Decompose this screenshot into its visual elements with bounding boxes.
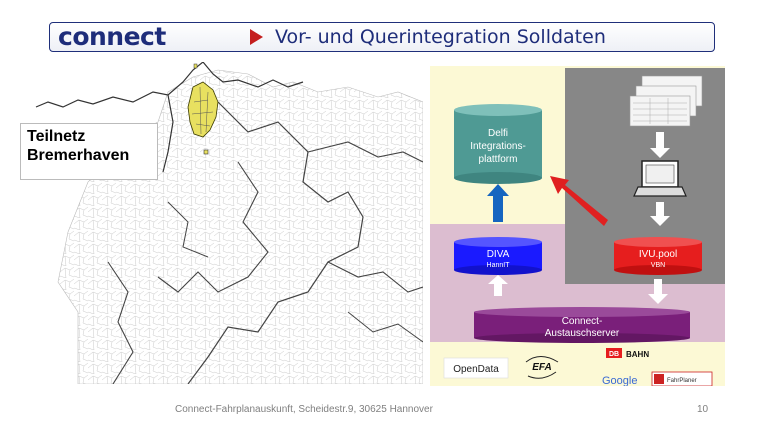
arrow-down-1 bbox=[650, 132, 670, 158]
ivu-pool-cylinder: IVU.pool VBN bbox=[614, 237, 702, 275]
page-number: 10 bbox=[697, 404, 709, 415]
title-bar: connect Vor- und Querintegration Solldat… bbox=[49, 22, 715, 52]
blue-arrow-up bbox=[487, 184, 509, 222]
db-text: DB bbox=[609, 351, 619, 358]
ivu-sub: VBN bbox=[651, 262, 665, 269]
connect-label-2: Austauschserver bbox=[545, 328, 620, 339]
page-title: Vor- und Querintegration Solldaten bbox=[275, 26, 606, 48]
computer-icon bbox=[633, 160, 687, 197]
delfi-platform-cylinder: Delfi Integrations- plattform bbox=[454, 104, 542, 184]
connect-server-cylinder: Connect- Austauschserver bbox=[474, 307, 690, 343]
arrow-down-2 bbox=[650, 202, 670, 226]
bahn-text: BAHN bbox=[626, 350, 649, 359]
coastline bbox=[35, 62, 304, 173]
delfi-label-1: Delfi bbox=[488, 128, 508, 139]
fahrplaner-logo: FahrPlaner bbox=[651, 371, 713, 386]
border-line bbox=[187, 101, 364, 384]
efa-text: EFA bbox=[532, 362, 551, 373]
opendata-text: OpenData bbox=[453, 364, 499, 375]
region-label-line1: Teilnetz bbox=[27, 128, 86, 145]
bremerhaven-highlight bbox=[187, 63, 219, 155]
footer: Connect-Fahrplanauskunft, Scheidestr.9, … bbox=[0, 404, 768, 418]
google-logo: Google bbox=[602, 375, 637, 386]
network-map bbox=[18, 62, 423, 384]
diva-sub: HannIT bbox=[487, 262, 511, 269]
ivu-title: IVU.pool bbox=[639, 249, 677, 260]
footer-address: Connect-Fahrplanauskunft, Scheidestr.9, … bbox=[175, 404, 433, 415]
fahrplaner-text: FahrPlaner bbox=[667, 378, 697, 384]
diva-title: DIVA bbox=[487, 249, 510, 260]
red-arrow-diagonal bbox=[550, 176, 608, 226]
delfi-label-2: Integrations- bbox=[470, 141, 526, 152]
integration-diagram: Delfi Integrations- plattform DIVA HannI… bbox=[430, 66, 725, 386]
google-text: Google bbox=[602, 375, 637, 386]
connect-label-1: Connect- bbox=[562, 316, 603, 327]
delfi-label-3: plattform bbox=[479, 154, 518, 165]
region-label-line2: Bremerhaven bbox=[27, 147, 130, 164]
opendata-logo: OpenData bbox=[443, 357, 509, 379]
play-triangle-icon bbox=[250, 29, 263, 45]
timetable-documents-icon bbox=[629, 75, 703, 127]
arrow-up-diva bbox=[488, 275, 508, 296]
arrow-down-ivu bbox=[648, 279, 668, 304]
diva-cylinder: DIVA HannIT bbox=[454, 237, 542, 275]
db-bahn-logo: DB BAHN bbox=[606, 348, 649, 359]
efa-logo: EFA bbox=[525, 356, 559, 379]
connect-logo: connect bbox=[58, 22, 166, 51]
region-label: Teilnetz Bremerhaven bbox=[20, 123, 158, 180]
